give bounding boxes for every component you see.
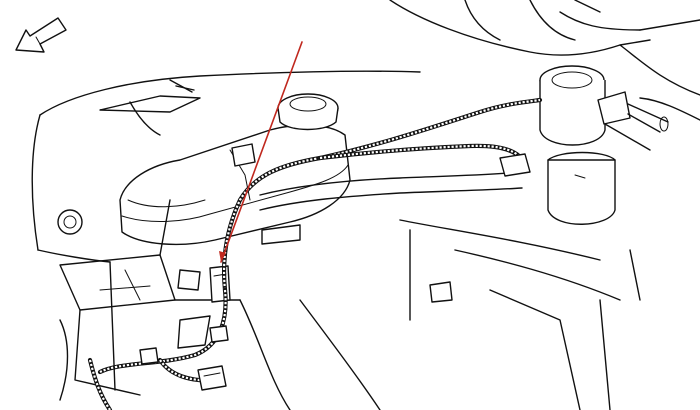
fender-contour: [31, 70, 421, 263]
grommet: [57, 209, 83, 235]
tube: [259, 171, 523, 245]
underbody: [239, 219, 641, 410]
pointer-arrow: [219, 41, 303, 263]
harness-connectors: [139, 143, 531, 391]
direction-arrow-icon: [15, 17, 67, 53]
upper-body-structure: [389, 0, 700, 121]
coolant-reservoir: [119, 93, 351, 246]
hose-fitting: [597, 91, 669, 151]
canister: [539, 65, 616, 225]
